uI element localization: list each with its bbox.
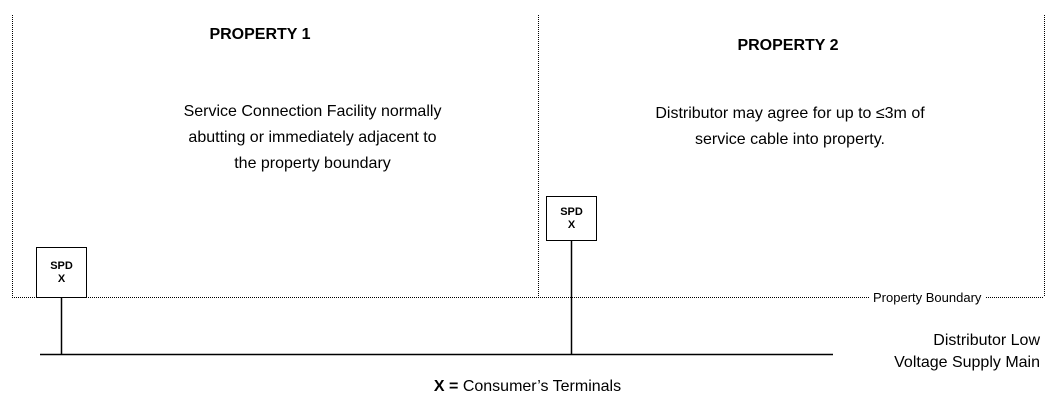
- legend-symbol: X =: [433, 378, 459, 395]
- property2-description-line-1: Distributor may agree for up to ≤3m of: [655, 105, 925, 122]
- property-boundary-label: Property Boundary: [869, 290, 986, 306]
- spd-box-property1: SPD X: [36, 247, 87, 298]
- consumer-terminal-mark: X: [57, 272, 66, 285]
- property1-description-line-2: abutting or immediately adjacent to: [188, 129, 437, 146]
- property2-title: PROPERTY 2: [737, 37, 839, 54]
- spd-box-property2: SPD X: [546, 196, 597, 241]
- spd-label: SPD: [50, 259, 73, 272]
- property1-description-line-3: the property boundary: [234, 155, 391, 172]
- legend-text: Consumer’s Terminals: [462, 378, 622, 395]
- property1-description-line-1: Service Connection Facility normally: [183, 103, 442, 120]
- legend: X = Consumer’s Terminals: [0, 378, 1055, 396]
- spd-label: SPD: [560, 205, 583, 218]
- consumer-terminal-mark: X: [567, 218, 576, 231]
- supply-main-label-line-2: Voltage Supply Main: [894, 354, 1040, 371]
- supply-main-label-line-1: Distributor Low: [933, 332, 1040, 349]
- property2-description-line-2: service cable into property.: [694, 131, 885, 148]
- property1-title: PROPERTY 1: [209, 26, 311, 43]
